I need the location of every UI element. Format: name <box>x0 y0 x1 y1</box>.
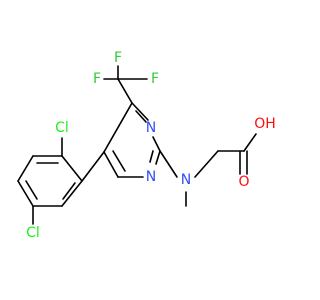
bond-ar4-ar5 <box>17 180 34 207</box>
atom-f-left: F <box>93 71 101 87</box>
structure-svg: F F F N N N Cl Cl O OH <box>17 50 276 241</box>
atom-oh: OH <box>254 116 276 132</box>
bond-ar3-ar4 <box>17 155 34 182</box>
bond-ar6-ar1-inner <box>62 182 76 200</box>
atom-o-carbonyl: O <box>238 174 249 190</box>
molecule-diagram: F F F N N N Cl Cl O OH <box>17 50 276 241</box>
bonds <box>17 65 257 225</box>
atom-f-top: F <box>114 50 122 66</box>
bond-c4-n3 <box>131 102 149 121</box>
bond-c4-n3-double <box>135 110 147 123</box>
atom-n-amine: N <box>181 172 191 188</box>
bond-n-ch2 <box>194 150 219 178</box>
atom-cl-top: Cl <box>55 120 69 136</box>
bond-ar4-ar5-inner <box>25 180 38 200</box>
bond-c-oh <box>243 133 257 152</box>
bond-ar6-ar1 <box>61 180 83 207</box>
bond-c6-c5-double <box>112 150 126 172</box>
atom-cl-bottom: Cl <box>26 225 40 241</box>
bond-cf3-ring <box>117 78 133 104</box>
bond-c5-c4 <box>103 102 133 153</box>
bond-n3-c2 <box>152 136 161 152</box>
atom-n3: N <box>146 120 156 136</box>
atom-n1: N <box>146 169 156 185</box>
atom-f-right: F <box>151 71 159 87</box>
bond-c2-n1 <box>155 150 161 165</box>
bond-ring-aryl <box>81 151 105 182</box>
bond-ar1-ar2 <box>61 155 83 182</box>
bond-c2-n1-double <box>149 150 154 163</box>
bond-c2-n <box>159 150 178 178</box>
bond-c6-c5 <box>103 151 119 178</box>
atom-labels: F F F N N N Cl Cl O OH <box>26 50 276 241</box>
